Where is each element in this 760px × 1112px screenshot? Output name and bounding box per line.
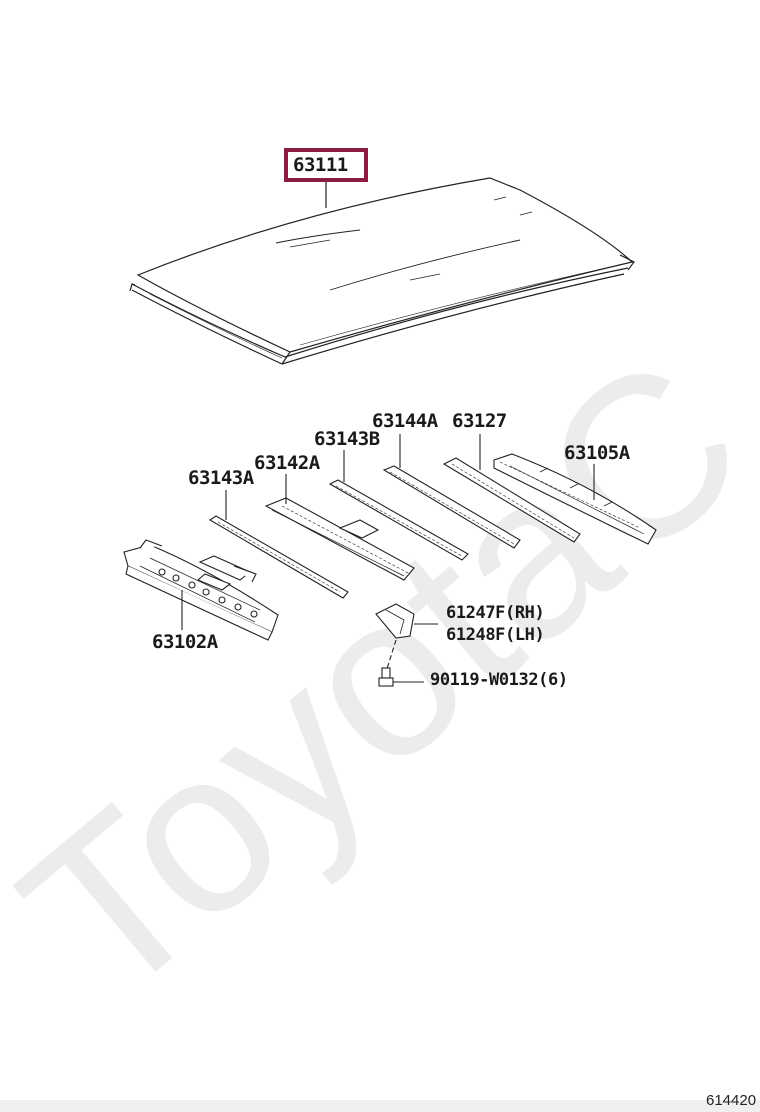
bow-63127-drawing — [442, 457, 581, 543]
label-90119-W0132[interactable]: 90119-W0132(6) — [430, 670, 568, 690]
label-61247F[interactable]: 61247F(RH) — [446, 603, 545, 623]
bow-63144A-drawing — [382, 465, 521, 549]
bracket-drawing — [375, 603, 415, 639]
front-header-drawing — [123, 539, 279, 641]
bolt-dashed-line — [385, 639, 397, 673]
footer-bar — [0, 1100, 760, 1112]
label-63142A[interactable]: 63142A — [254, 452, 320, 474]
label-63111[interactable]: 63111 — [293, 154, 348, 176]
bow-63142A-drawing — [264, 497, 415, 581]
figure-number: 614420 — [706, 1092, 757, 1109]
label-63143B[interactable]: 63143B — [314, 428, 380, 450]
label-63105A[interactable]: 63105A — [564, 442, 630, 464]
label-63144A[interactable]: 63144A — [372, 410, 438, 432]
label-63143A[interactable]: 63143A — [188, 467, 254, 489]
rear-header-drawing — [493, 453, 657, 545]
label-63127[interactable]: 63127 — [452, 410, 507, 432]
roof-panel-drawing — [129, 177, 635, 365]
bow-63143B-drawing — [328, 479, 469, 561]
bow-63143A-drawing — [208, 515, 349, 599]
label-63102A[interactable]: 63102A — [152, 631, 218, 653]
label-61248F[interactable]: 61248F(LH) — [446, 625, 545, 645]
highlight-box — [284, 148, 368, 182]
